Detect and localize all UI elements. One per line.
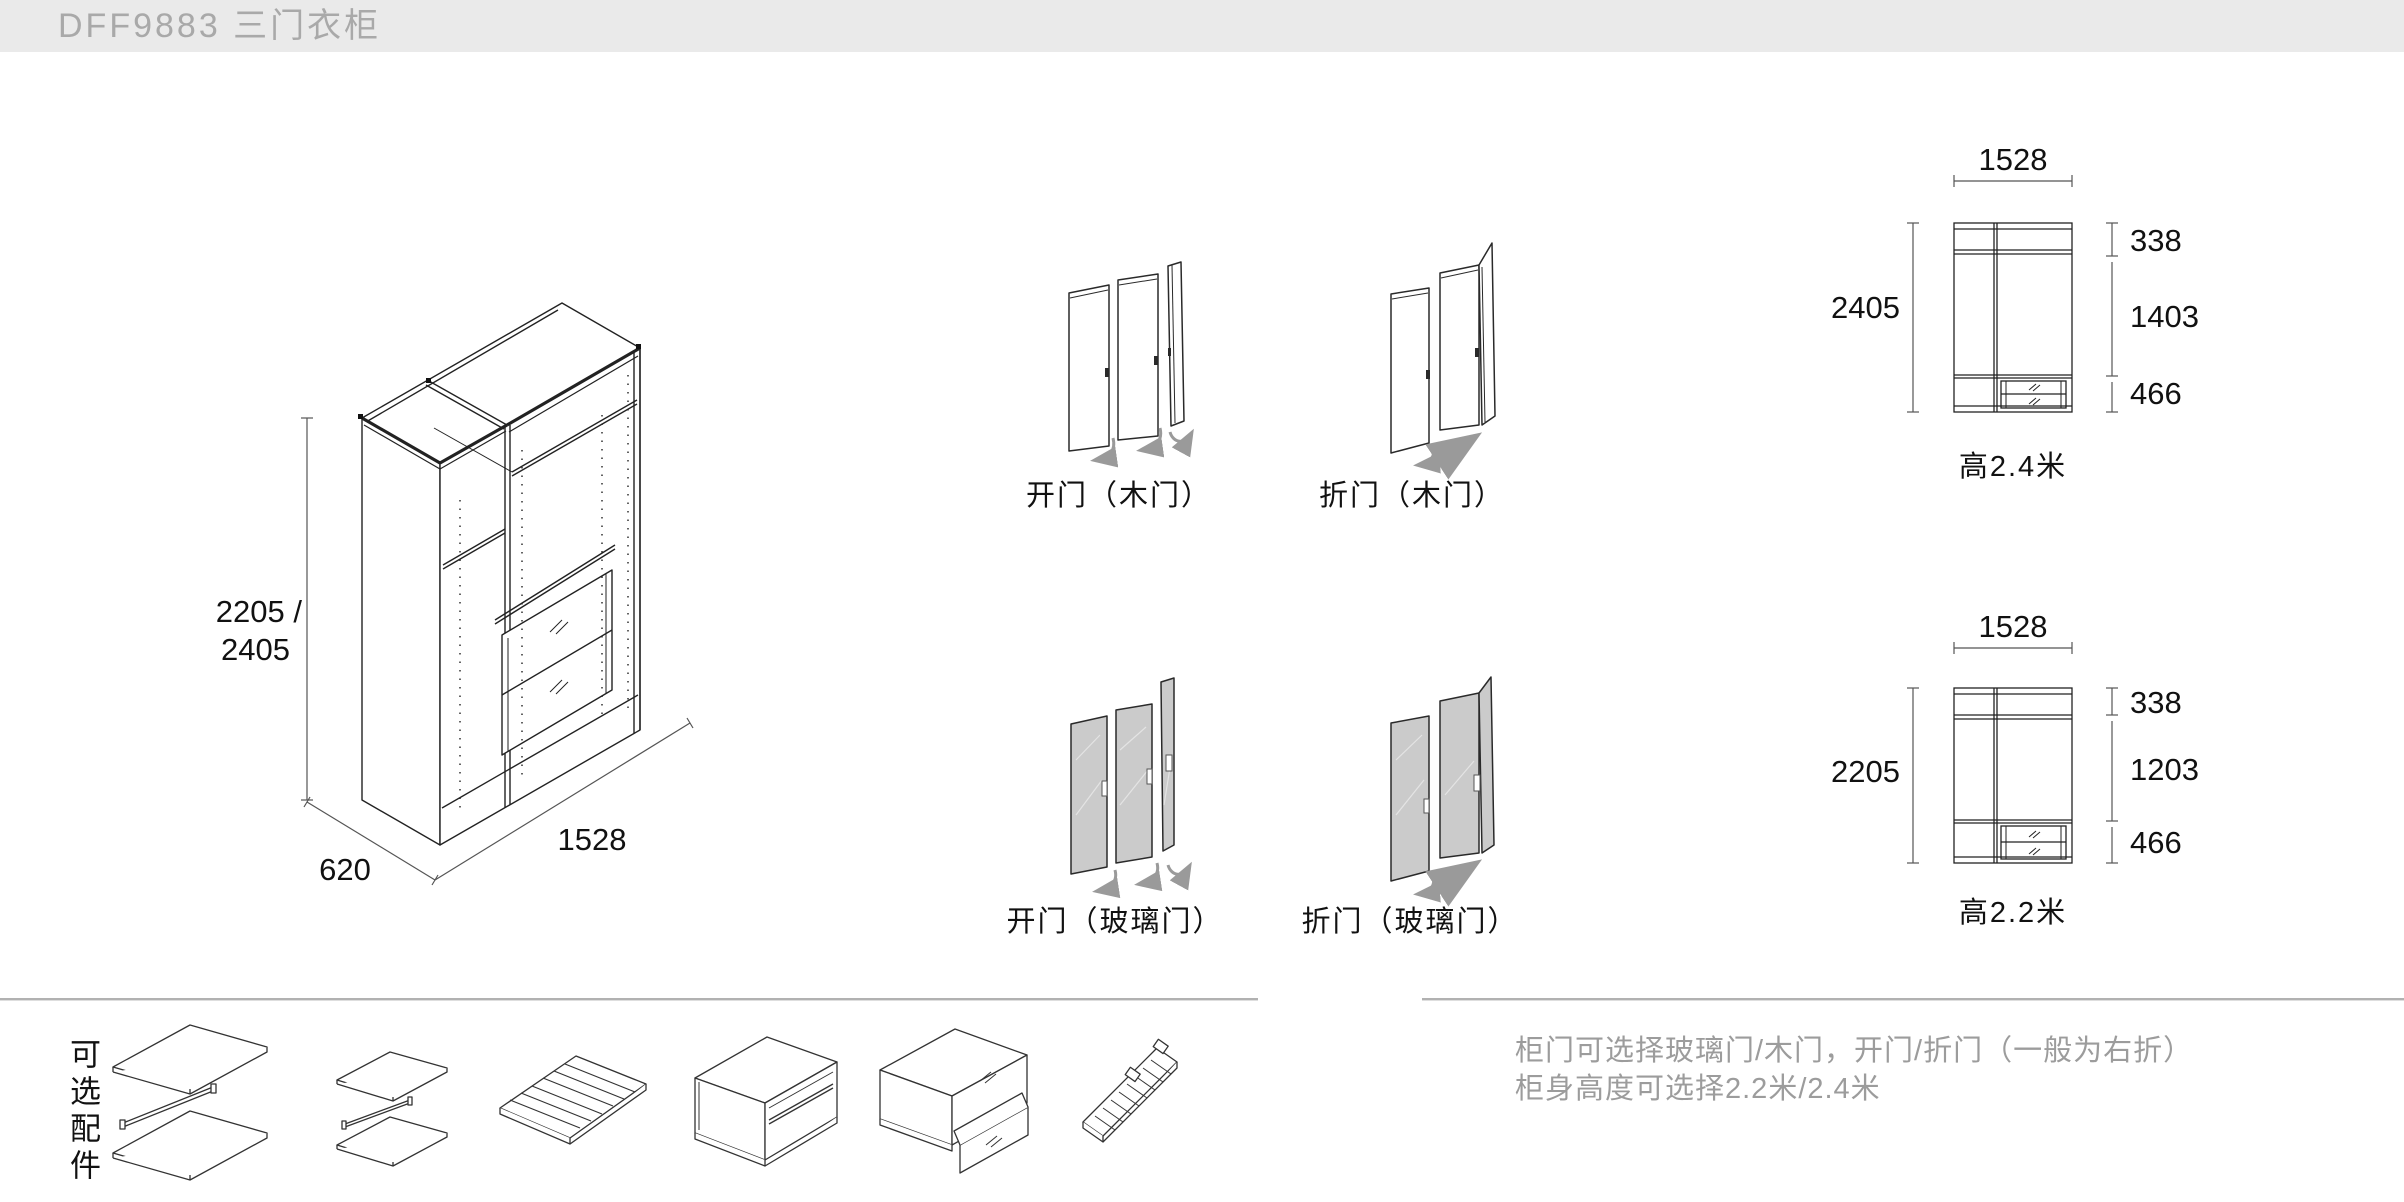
elev2-top-seg-dim: 338 [2130, 685, 2182, 720]
note-line-height: 柜身高度可选择2.2米/2.4米 [1515, 1073, 1881, 1105]
swing-wood-door-label: 开门（木门） [1025, 480, 1212, 512]
elev1-caption: 高2.4米 [1959, 450, 2067, 483]
elevation-2_4m: 1528 [1831, 142, 2199, 483]
belt-tie-rack-icon [1082, 1038, 1178, 1143]
wide-shelf-with-hanging-rod-icon [112, 1024, 268, 1181]
divider-right [1422, 998, 2404, 1001]
elev2-caption: 高2.2米 [1959, 896, 2067, 929]
swing-glass-door-label: 开门（玻璃门） [1006, 906, 1224, 938]
divider-left [0, 998, 1258, 1001]
header-bar: DFF9883 三门衣柜 [0, 0, 2404, 52]
elev2-bottom-seg-dim: 466 [2130, 825, 2182, 860]
swing-glass-doors-drawing [1070, 677, 1192, 899]
accessories-label: 可选配件 [65, 1038, 100, 1186]
elev2-mid-seg-dim: 1203 [2130, 752, 2199, 787]
swing-wood-doors-drawing [1068, 261, 1194, 468]
page-title: DFF9883 三门衣柜 [58, 7, 382, 45]
iso-height-dim-line1: 2205 / [216, 594, 303, 629]
iso-width-dim: 1528 [558, 822, 627, 857]
elev1-bottom-seg-dim: 466 [2130, 376, 2182, 411]
fold-wood-door-label: 折门（木门） [1318, 480, 1505, 512]
elev1-mid-seg-dim: 1403 [2130, 299, 2199, 334]
isometric-wardrobe-drawing: 2205 / 2405 620 1528 [216, 302, 694, 887]
fold-glass-door-label: 折门（玻璃门） [1301, 906, 1519, 938]
fold-wood-doors-drawing [1390, 242, 1496, 480]
fold-glass-doors-drawing [1390, 676, 1495, 907]
open-compartment-insert-icon [694, 1036, 838, 1167]
iso-height-dim-line2: 2405 [221, 632, 290, 667]
elev2-width-dim: 1528 [1979, 609, 2048, 644]
narrow-shelf-with-hanging-rod-icon [336, 1051, 448, 1167]
notes-block: 柜门可选择玻璃门/木门，开门/折门（一般为右折） 柜身高度可选择2.2米/2.4… [1515, 1032, 2193, 1108]
elev1-width-dim: 1528 [1979, 142, 2048, 177]
pants-rack-icon [499, 1055, 647, 1145]
note-line-doors: 柜门可选择玻璃门/木门，开门/折门（一般为右折） [1515, 1035, 2194, 1067]
elev1-height-dim: 2405 [1831, 290, 1900, 325]
elev1-top-seg-dim: 338 [2130, 223, 2182, 258]
elev2-height-dim: 2205 [1831, 754, 1900, 789]
iso-depth-dim: 620 [319, 852, 371, 887]
drawer-insert-icon [879, 1028, 1029, 1174]
elevation-2_2m: 1528 [1831, 609, 2199, 929]
